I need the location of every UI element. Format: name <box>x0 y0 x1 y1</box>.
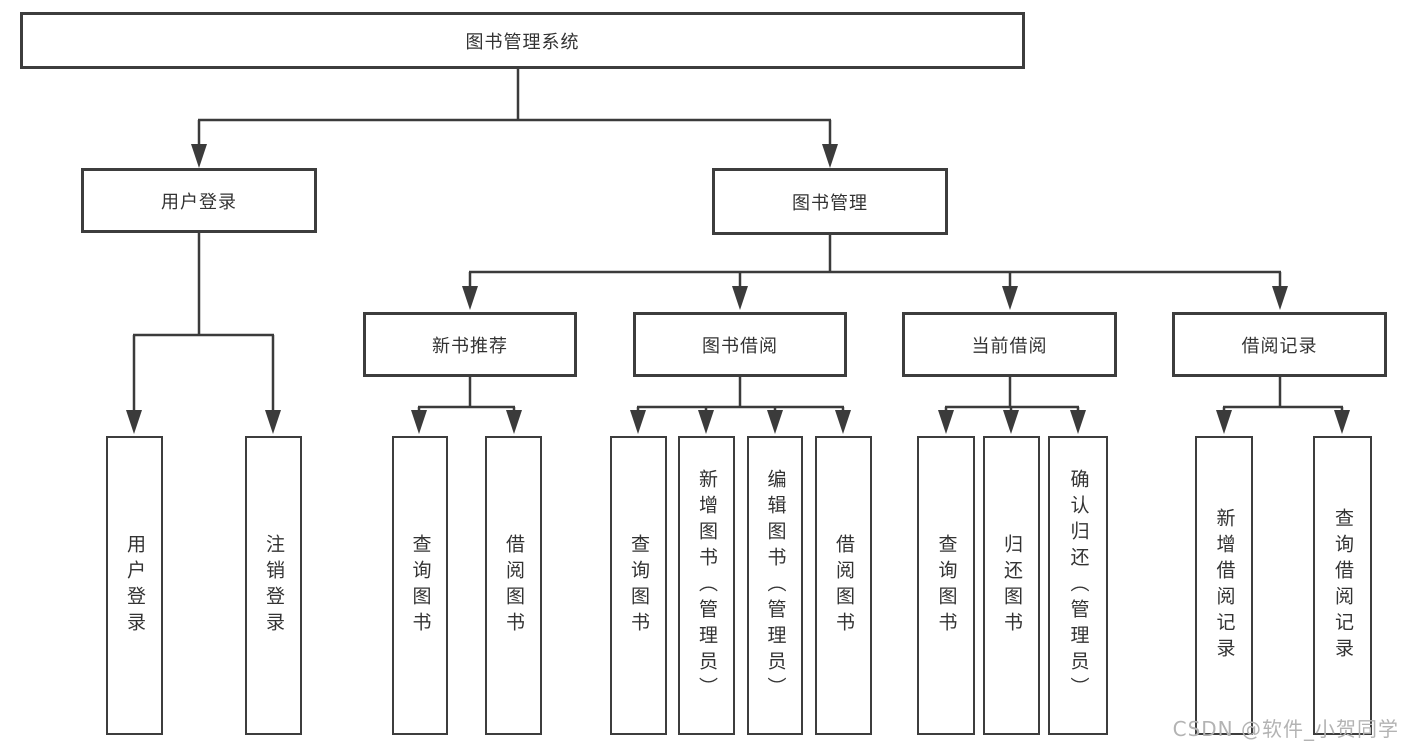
node-book-management: 图书管理 <box>712 168 948 235</box>
node-current-borrowing: 当前借阅 <box>902 312 1117 377</box>
leaf-borrow-books-recommend: 借阅图书 <box>485 436 542 735</box>
leaf-query-borrow-record: 查询借阅记录 <box>1313 436 1372 735</box>
leaf-query-books-borrow: 查询图书 <box>610 436 667 735</box>
leaf-borrow-books: 借阅图书 <box>815 436 872 735</box>
leaf-query-books-recommend: 查询图书 <box>392 436 448 735</box>
leaf-add-borrow-record: 新增借阅记录 <box>1195 436 1253 735</box>
node-new-book-recommendation: 新书推荐 <box>363 312 577 377</box>
leaf-return-books: 归还图书 <box>983 436 1040 735</box>
csdn-watermark: CSDN @软件_小贺同学 <box>1172 717 1399 741</box>
node-library-management-system: 图书管理系统 <box>20 12 1025 69</box>
node-book-borrowing: 图书借阅 <box>633 312 847 377</box>
leaf-add-books-admin: 新增图书（管理员） <box>678 436 735 735</box>
leaf-logout: 注销登录 <box>245 436 302 735</box>
leaf-edit-books-admin: 编辑图书（管理员） <box>747 436 803 735</box>
leaf-user-login: 用户登录 <box>106 436 163 735</box>
node-borrowing-records: 借阅记录 <box>1172 312 1387 377</box>
node-user-login: 用户登录 <box>81 168 317 233</box>
leaf-query-books-current: 查询图书 <box>917 436 975 735</box>
leaf-confirm-return-admin: 确认归还（管理员） <box>1048 436 1108 735</box>
